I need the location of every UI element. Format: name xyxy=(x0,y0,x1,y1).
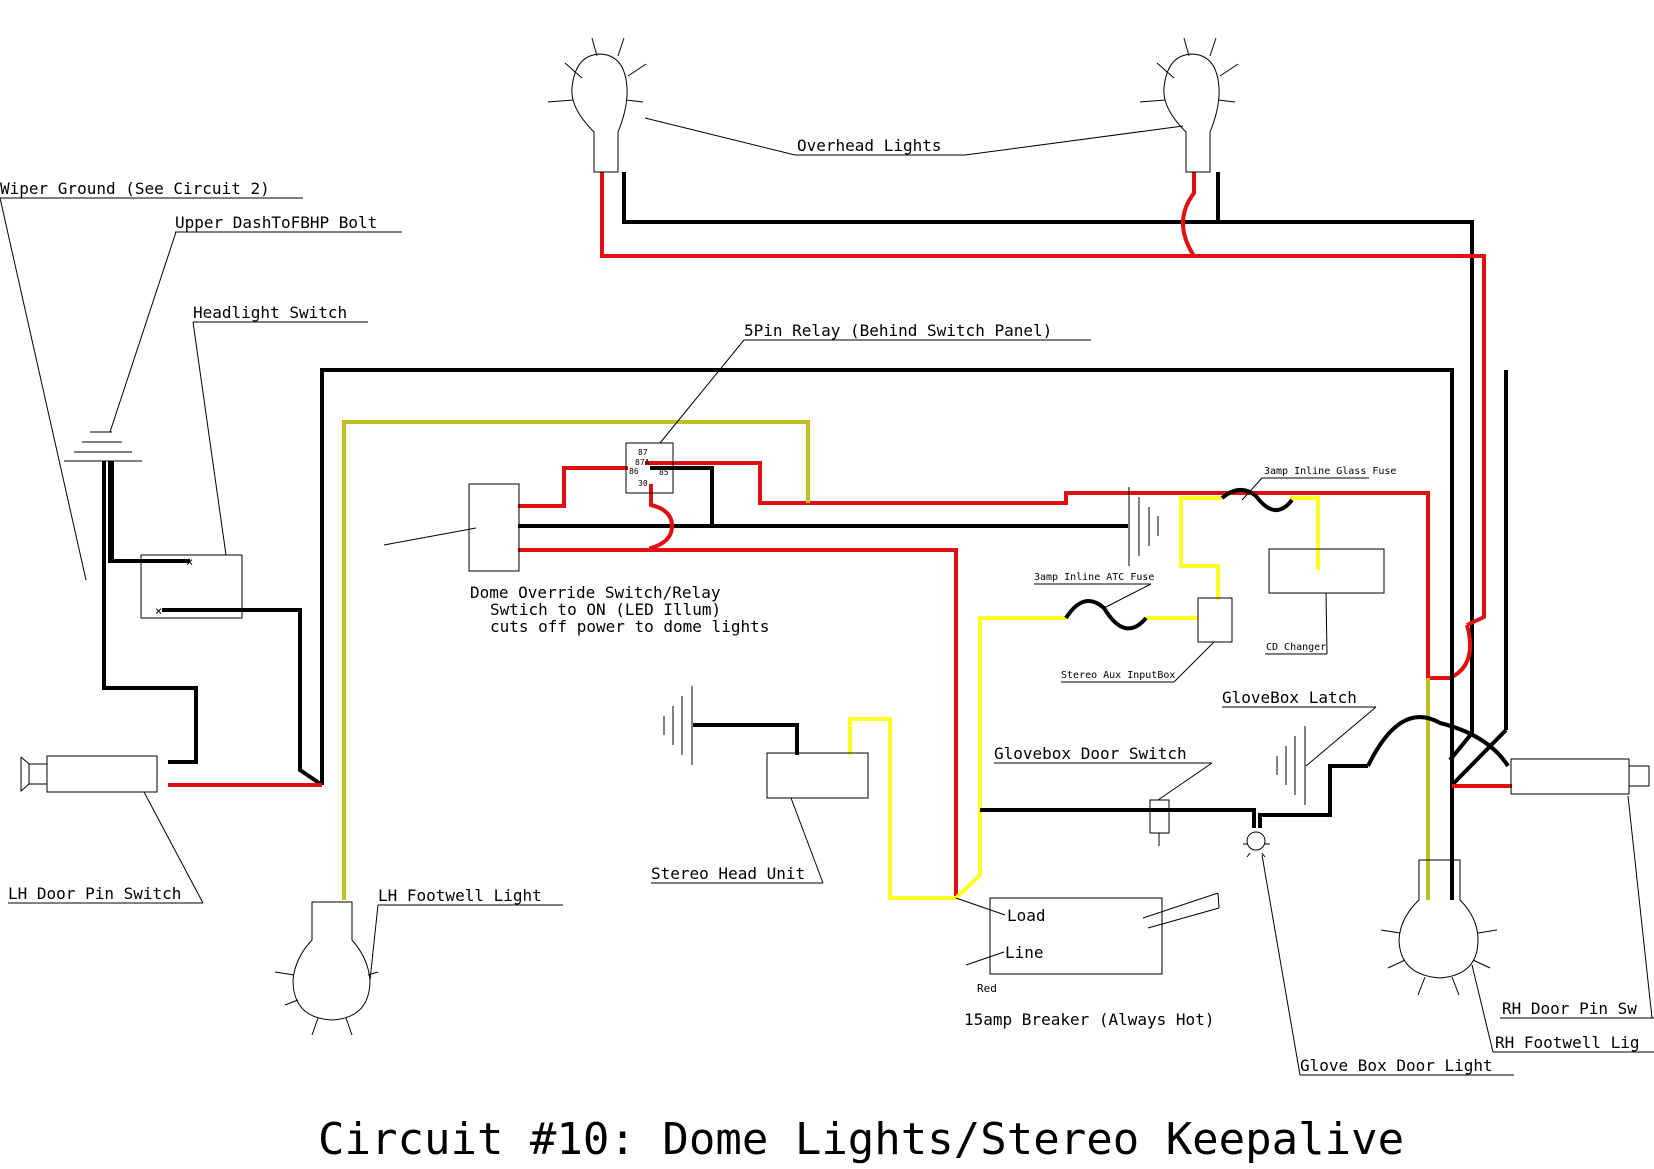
label-cd-changer: CD Changer xyxy=(1266,642,1326,653)
label-wiper-ground: Wiper Ground (See Circuit 2) xyxy=(0,179,270,198)
label-dome-override-3: cuts off power to dome lights xyxy=(490,617,769,636)
label-lh-footwell-light: LH Footwell Light xyxy=(378,886,542,905)
stereo-head-unit xyxy=(766,752,869,799)
label-breaker: 15amp Breaker (Always Hot) xyxy=(964,1010,1214,1029)
headlight-switch xyxy=(140,554,243,619)
label-rh-door-pin-switch: RH Door Pin Sw xyxy=(1502,999,1637,1018)
ground-upper-dash xyxy=(64,431,142,462)
wire-black-glovebox xyxy=(980,808,1256,828)
wire-red-overhead-hop xyxy=(1181,172,1196,258)
rh-door-pin-switch xyxy=(1510,758,1650,795)
atc-fuse xyxy=(1064,598,1148,631)
cd-changer xyxy=(1268,548,1385,594)
label-breaker-load: Load xyxy=(1007,906,1046,925)
breaker-15amp xyxy=(955,892,1220,975)
label-glovebox-latch: GloveBox Latch xyxy=(1222,688,1357,707)
stereo-aux-inputbox xyxy=(1197,597,1233,643)
label-upper-dash-bolt: Upper DashToFBHP Bolt xyxy=(175,213,377,232)
lh-footwell-light xyxy=(274,901,379,1036)
label-stereo-head-unit: Stereo Head Unit xyxy=(651,864,805,883)
svg-text:87: 87 xyxy=(638,448,648,457)
wire-yellow-head-unit xyxy=(848,616,1066,900)
label-relay: 5Pin Relay (Behind Switch Panel) xyxy=(744,321,1052,340)
wire-red-hop-right xyxy=(645,461,1472,680)
wire-black-glovebox-arc xyxy=(1366,715,1510,768)
label-overhead-lights: Overhead Lights xyxy=(797,136,942,155)
wire-black-glovebox-2 xyxy=(1258,764,1368,828)
wire-yellow-aux-up xyxy=(1179,496,1222,600)
svg-text:×: × xyxy=(155,604,162,618)
diagram-title: Circuit #10: Dome Lights/Stereo Keepaliv… xyxy=(318,1114,1404,1165)
label-headlight-switch: Headlight Switch xyxy=(193,303,347,322)
label-dome-override-1: Dome Override Switch/Relay xyxy=(470,583,721,602)
dome-override-switch xyxy=(468,483,520,572)
wire-black-overhead xyxy=(622,172,1474,762)
svg-text:30: 30 xyxy=(638,479,648,488)
svg-text:87A: 87A xyxy=(635,458,650,467)
ground-glovebox-latch xyxy=(1276,726,1306,805)
label-dome-override-2: Swtich to ON (LED Illum) xyxy=(490,600,721,619)
svg-text:85: 85 xyxy=(659,468,669,477)
glove-box-door-light xyxy=(1243,831,1270,858)
overhead-light-left xyxy=(547,37,647,173)
wire-red-relay-30 xyxy=(649,484,675,550)
rh-footwell-light xyxy=(1380,859,1498,996)
wire-black-cross xyxy=(1450,728,1508,787)
label-aux-inputbox: Stereo Aux InputBox xyxy=(1061,670,1175,681)
leader-lines xyxy=(0,117,1654,1076)
glovebox-door-switch xyxy=(1149,799,1170,834)
wire-yellow-cd xyxy=(1290,496,1320,570)
wire-black-headlight-3 xyxy=(110,461,190,563)
label-breaker-red: Red xyxy=(977,982,997,995)
wire-red-overhead-right xyxy=(1194,254,1486,627)
five-pin-relay: 87 87A 86 85 30 xyxy=(625,442,674,494)
label-glove-box-door-light: Glove Box Door Light xyxy=(1300,1056,1493,1075)
wire-black-main-loop xyxy=(320,368,1454,785)
wire-red-breaker-feed xyxy=(518,548,958,898)
label-atc-fuse: 3amp Inline ATC Fuse xyxy=(1034,572,1154,583)
label-glovebox-door-switch: Glovebox Door Switch xyxy=(994,744,1187,763)
label-glass-fuse: 3amp Inline Glass Fuse xyxy=(1264,466,1396,477)
wire-olive-lh-footwell xyxy=(342,420,810,900)
svg-text:86: 86 xyxy=(629,467,639,476)
wire-black-relay-85 xyxy=(650,466,714,526)
wire-black-headlight-2 xyxy=(102,461,198,764)
wire-black-headlight-out xyxy=(162,608,324,787)
label-breaker-line: Line xyxy=(1005,943,1044,962)
ground-head-unit xyxy=(663,686,693,765)
lh-door-pin-switch xyxy=(20,755,158,793)
overhead-light-right xyxy=(1139,37,1239,173)
wire-red-overhead xyxy=(600,172,1194,258)
glass-fuse xyxy=(1220,488,1294,512)
ground-relay xyxy=(1128,487,1159,566)
label-lh-door-pin-switch: LH Door Pin Switch xyxy=(8,884,181,903)
svg-text:×: × xyxy=(186,555,193,569)
label-rh-footwell-light: RH Footwell Lig xyxy=(1495,1033,1640,1052)
wire-red-relay-86 xyxy=(518,466,628,508)
wire-black-head-unit-ground xyxy=(693,723,799,755)
